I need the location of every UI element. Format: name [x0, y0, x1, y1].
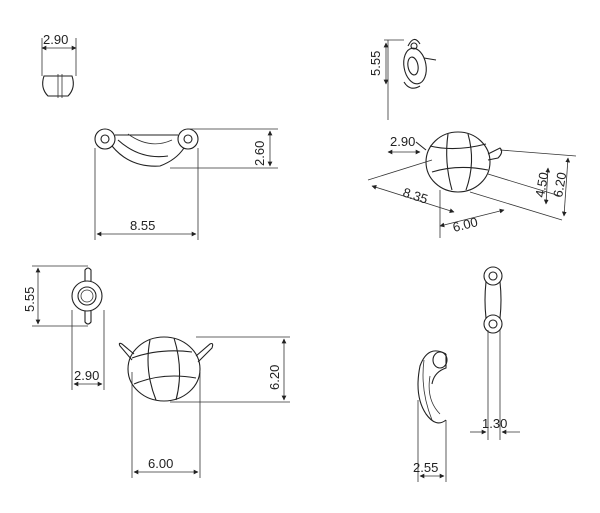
dim-link-width: 1.30 — [482, 416, 507, 431]
dim-iso-width: 2.90 — [390, 134, 415, 149]
isometric-view: 5.55 2.90 8.35 6.00 4.50 6.20 — [367, 38, 577, 238]
dim-side-width: 2.90 — [74, 368, 99, 383]
dim-top-width: 2.90 — [43, 32, 68, 47]
dim-iso-small-b: 6.20 — [550, 171, 569, 199]
profile-view: 2.55 — [413, 350, 448, 482]
side-eyelet-view: 5.55 2.90 — [22, 265, 105, 390]
dim-body-height: 6.20 — [267, 365, 282, 390]
dim-iso-small-a: 4.50 — [532, 171, 551, 199]
dim-front-width: 8.55 — [130, 218, 155, 233]
dim-side-height: 5.55 — [22, 287, 37, 312]
link-view: 1.30 — [470, 266, 520, 440]
front-view: 2.60 8.55 — [94, 128, 278, 240]
dim-iso-top: 5.55 — [368, 51, 383, 76]
dim-body-width: 6.00 — [148, 456, 173, 471]
dim-iso-base: 6.00 — [451, 214, 479, 235]
dim-profile-width: 2.55 — [413, 460, 438, 475]
dim-front-height: 2.60 — [252, 141, 267, 166]
dim-iso-length: 8.35 — [401, 185, 430, 207]
top-end-view: 2.90 — [41, 32, 77, 98]
body-view: 6.20 6.00 — [118, 336, 290, 478]
